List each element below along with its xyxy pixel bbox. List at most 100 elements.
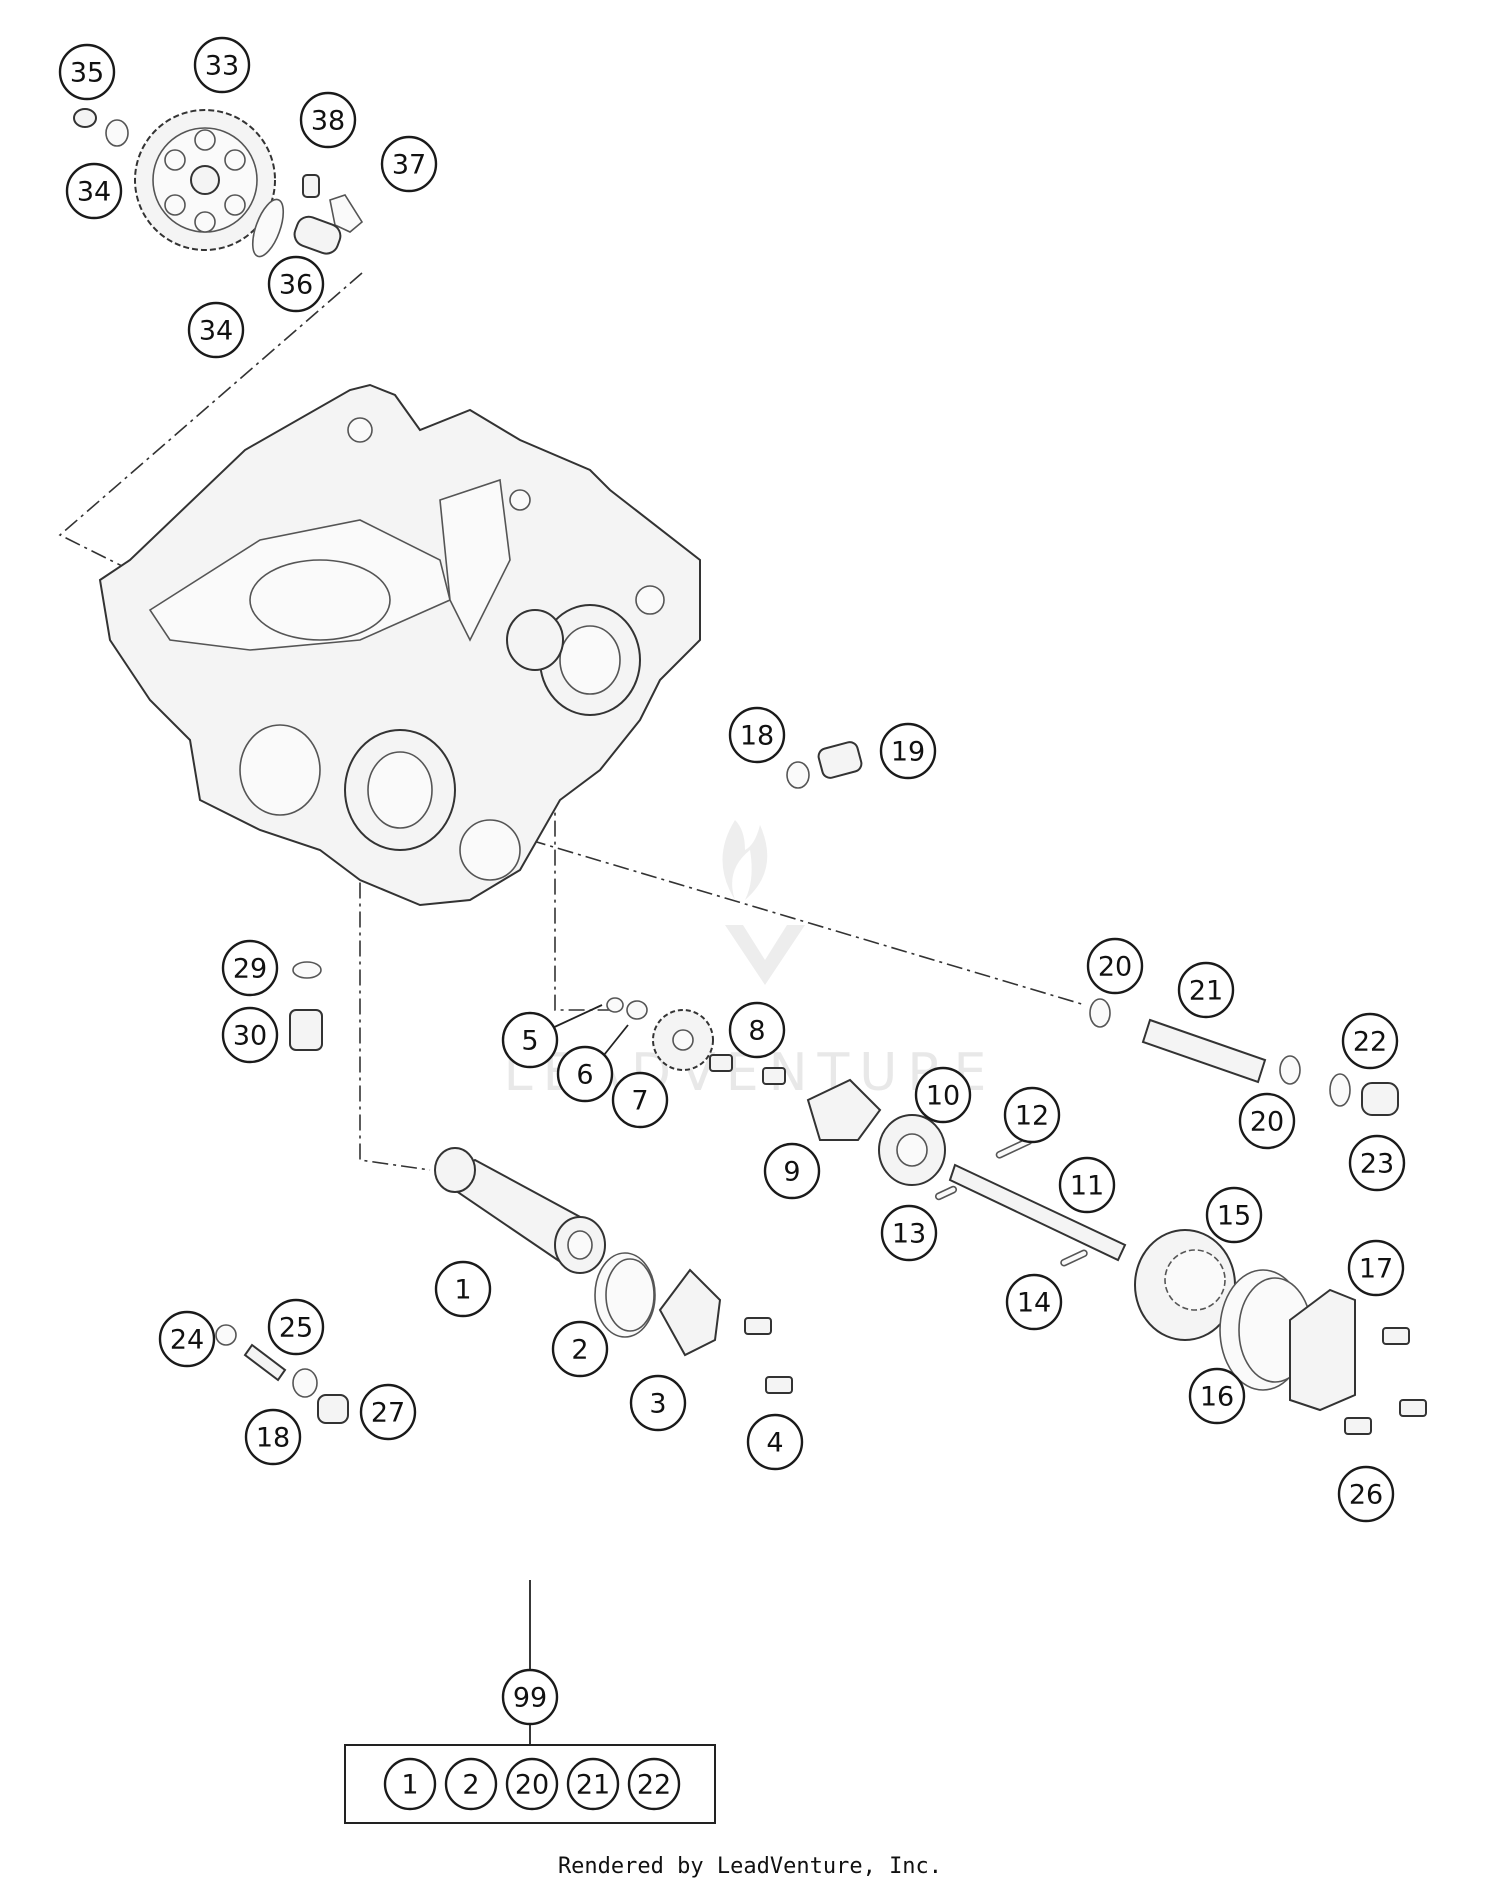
callout-2[interactable]: 2: [551, 1320, 609, 1378]
kit-item-number: 21: [576, 1770, 610, 1801]
callout-14[interactable]: 14: [1005, 1273, 1063, 1331]
callout-number: 2: [571, 1335, 588, 1366]
callout-13[interactable]: 13: [880, 1204, 938, 1262]
callout-3[interactable]: 3: [629, 1374, 687, 1432]
callout-34[interactable]: 34: [187, 301, 245, 359]
filter-group: [434, 1147, 793, 1394]
callout-number: 3: [649, 1389, 666, 1420]
callout-1[interactable]: 1: [434, 1260, 492, 1318]
callout-circle: [1058, 1156, 1116, 1214]
kit-item-number: 2: [462, 1770, 479, 1801]
callout-circle: [728, 706, 786, 764]
callout-9[interactable]: 9: [763, 1142, 821, 1200]
rendered-by-footer: Rendered by LeadVenture, Inc.: [557, 1854, 943, 1879]
callout-number: 23: [1360, 1149, 1394, 1180]
callout-circle: [1205, 1186, 1263, 1244]
callout-number: 25: [279, 1313, 313, 1344]
callout-26[interactable]: 26: [1337, 1465, 1395, 1523]
callout-number: 17: [1359, 1254, 1393, 1285]
callout-number: 34: [77, 177, 111, 208]
callout-circle: [158, 1310, 216, 1368]
callout-27[interactable]: 27: [359, 1383, 417, 1441]
callout-99[interactable]: 99: [501, 1668, 559, 1726]
callout-number: 30: [233, 1021, 267, 1052]
callout-circle: [1238, 1092, 1296, 1150]
kit-item-20[interactable]: 20: [505, 1757, 559, 1811]
callout-33[interactable]: 33: [193, 36, 251, 94]
callout-number: 36: [279, 270, 313, 301]
callout-6[interactable]: 6: [556, 1045, 614, 1103]
callout-25[interactable]: 25: [267, 1298, 325, 1356]
callout-19[interactable]: 19: [879, 722, 937, 780]
callout-5[interactable]: 5: [501, 1011, 559, 1069]
callout-circle: [1348, 1134, 1406, 1192]
kit-item-1[interactable]: 1: [383, 1757, 437, 1811]
callout-number: 22: [1353, 1027, 1387, 1058]
plug-29-30: [289, 961, 323, 1051]
callout-circle: [879, 722, 937, 780]
kit-item-circle: [566, 1757, 620, 1811]
callout-circle: [65, 162, 123, 220]
callout-circle: [880, 1204, 938, 1262]
callout-number: 9: [783, 1157, 800, 1188]
callout-circle: [914, 1066, 972, 1124]
callout-23[interactable]: 23: [1348, 1134, 1406, 1192]
kit-item-22[interactable]: 22: [627, 1757, 681, 1811]
relief-valve-group: [215, 1324, 349, 1424]
callout-18[interactable]: 18: [244, 1408, 302, 1466]
callout-circle: [193, 36, 251, 94]
callout-number: 34: [199, 316, 233, 347]
callout-number: 11: [1070, 1171, 1104, 1202]
kit-item-number: 20: [515, 1770, 549, 1801]
callout-circle: [187, 301, 245, 359]
callout-8[interactable]: 8: [728, 1001, 786, 1059]
crankcase: [98, 383, 701, 907]
pump-shaft-group: [806, 1078, 1127, 1267]
callout-number: 20: [1098, 952, 1132, 983]
kit-item-21[interactable]: 21: [566, 1757, 620, 1811]
callout-number: 6: [576, 1060, 593, 1091]
callout-34[interactable]: 34: [65, 162, 123, 220]
callout-10[interactable]: 10: [914, 1066, 972, 1124]
callout-17[interactable]: 17: [1347, 1239, 1405, 1297]
callout-20[interactable]: 20: [1086, 937, 1144, 995]
callout-circle: [551, 1320, 609, 1378]
callout-16[interactable]: 16: [1188, 1367, 1246, 1425]
callout-35[interactable]: 35: [58, 43, 116, 101]
callout-circle: [1177, 961, 1235, 1019]
callout-number: 99: [513, 1683, 547, 1714]
callout-circle: [1341, 1012, 1399, 1070]
callout-20[interactable]: 20: [1238, 1092, 1296, 1150]
callout-circle: [1337, 1465, 1395, 1523]
callout-number: 19: [891, 737, 925, 768]
callout-24[interactable]: 24: [158, 1310, 216, 1368]
callout-7[interactable]: 7: [611, 1071, 669, 1129]
kit-item-2[interactable]: 2: [444, 1757, 498, 1811]
callout-12[interactable]: 12: [1003, 1086, 1061, 1144]
callout-36[interactable]: 36: [267, 255, 325, 313]
callout-30[interactable]: 30: [221, 1006, 279, 1064]
callout-18[interactable]: 18: [728, 706, 786, 764]
callout-21[interactable]: 21: [1177, 961, 1235, 1019]
callout-15[interactable]: 15: [1205, 1186, 1263, 1244]
kit-item-circle: [505, 1757, 559, 1811]
callout-4[interactable]: 4: [746, 1413, 804, 1471]
callout-number: 1: [454, 1275, 471, 1306]
callout-22[interactable]: 22: [1341, 1012, 1399, 1070]
callout-number: 16: [1200, 1382, 1234, 1413]
callout-11[interactable]: 11: [1058, 1156, 1116, 1214]
callout-number: 37: [392, 150, 426, 181]
callout-circle: [58, 43, 116, 101]
right-shaft-group: [1089, 998, 1399, 1116]
callout-37[interactable]: 37: [380, 135, 438, 193]
callout-number: 29: [233, 954, 267, 985]
callout-38[interactable]: 38: [299, 91, 357, 149]
callout-circle: [556, 1045, 614, 1103]
callout-number: 35: [70, 58, 104, 89]
callout-circle: [728, 1001, 786, 1059]
callout-29[interactable]: 29: [221, 939, 279, 997]
kit-item-circle: [627, 1757, 681, 1811]
